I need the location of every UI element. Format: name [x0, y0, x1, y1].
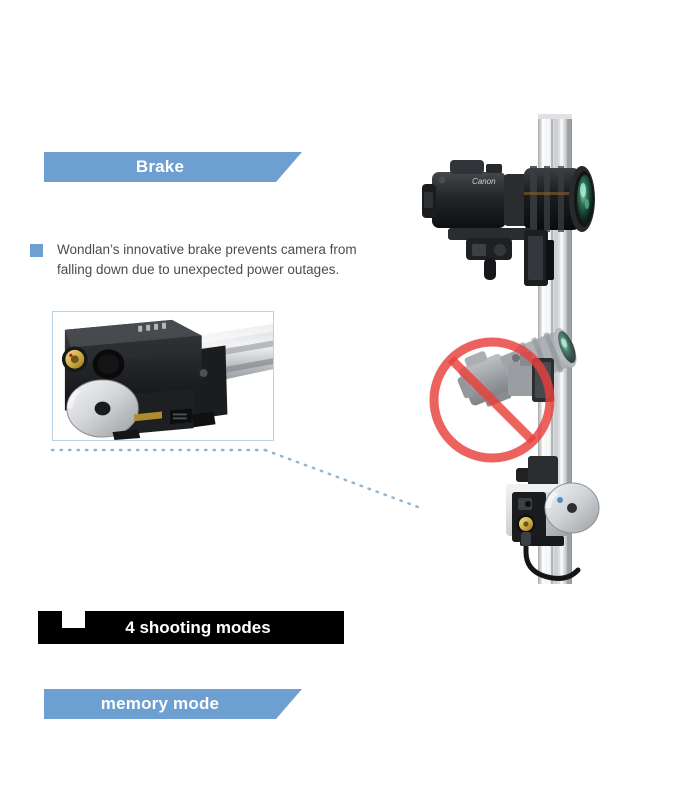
section-ribbon-brake: Brake — [44, 152, 302, 182]
banner-label-shooting-modes: 4 shooting modes — [125, 617, 271, 637]
brake-disc — [66, 379, 139, 438]
slider-camera-illustration: Canon — [420, 100, 670, 600]
camera-mounted: Canon — [422, 160, 595, 286]
square-bullet-icon — [30, 244, 43, 257]
brake-flywheel — [544, 482, 600, 534]
brass-connector — [61, 346, 88, 373]
power-cable — [523, 533, 581, 581]
ribbon-label-brake: Brake — [135, 157, 185, 176]
section-ribbon-memory-mode: memory mode — [44, 689, 302, 719]
brake-mechanism-inset — [52, 311, 274, 441]
section-banner-shooting-modes: 4 shooting modes — [38, 605, 344, 644]
motor-brake-unit — [506, 456, 600, 581]
ribbon-label-memory-mode: memory mode — [100, 694, 220, 713]
camera-brand-label: Canon — [472, 177, 496, 186]
feature-bullet-text: Wondlan’s innovative brake prevents came… — [57, 242, 357, 277]
product-illustration: Canon — [420, 100, 670, 600]
feature-bullet-brake: Wondlan’s innovative brake prevents came… — [30, 240, 360, 280]
white-square-icon — [62, 605, 85, 628]
no-entry-icon — [429, 337, 555, 463]
vent-indicators — [138, 322, 166, 332]
brake-mechanism-illustration — [53, 312, 273, 440]
